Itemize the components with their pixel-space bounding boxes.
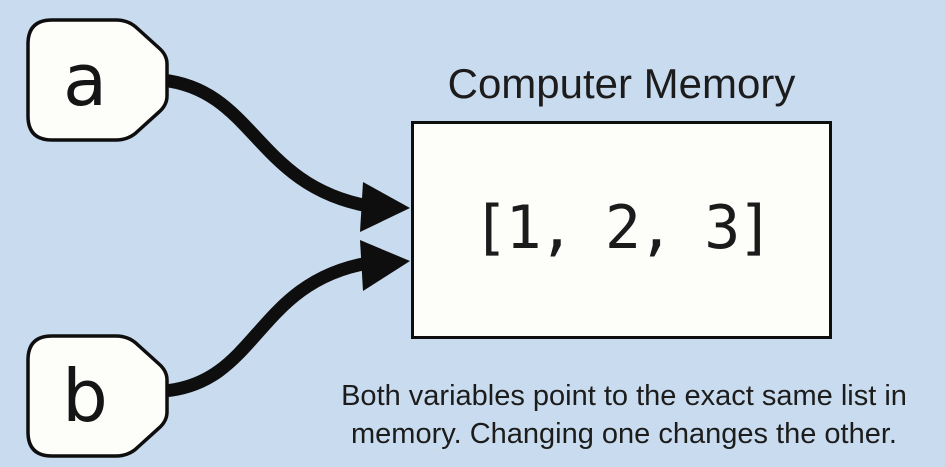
memory-title: Computer Memory: [447, 60, 796, 107]
variable-tag-b-shape: [26, 334, 169, 458]
variable-a-label: a: [62, 38, 108, 122]
caption-line-1: Both variables point to the exact same l…: [341, 380, 907, 412]
list-value: [1, 2, 3]: [472, 193, 773, 263]
arrow-a-shaft: [155, 73, 375, 213]
caption: Both variables point to the exact same l…: [301, 377, 945, 453]
arrow-b-shaft: [157, 256, 375, 398]
caption-line-2: memory. Changing one changes the other.: [351, 418, 897, 450]
arrow-b-head-icon: [360, 240, 410, 291]
arrow-a-head-icon: [360, 182, 410, 232]
memory-box: [1, 2, 3]: [411, 121, 832, 339]
variable-b-label: b: [62, 354, 108, 438]
variable-tag-a-shape: [26, 18, 169, 142]
